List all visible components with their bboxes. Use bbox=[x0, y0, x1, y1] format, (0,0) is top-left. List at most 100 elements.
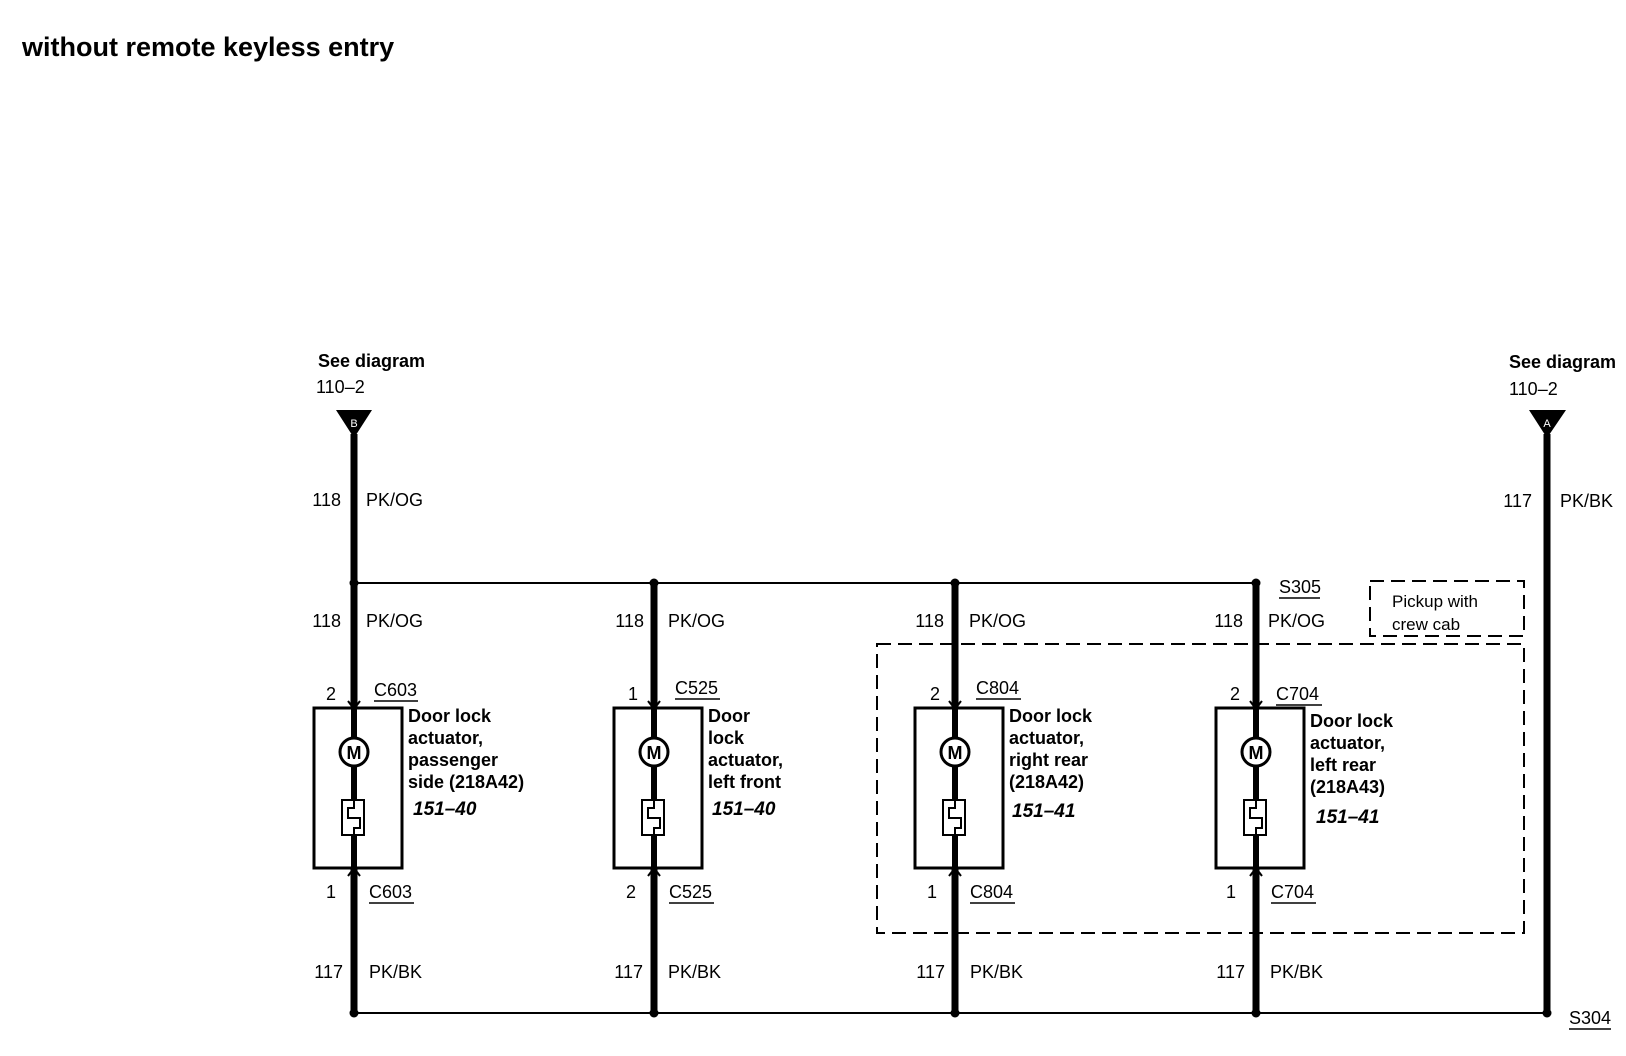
feed-wire-left-number: 118 bbox=[312, 490, 341, 510]
wire-number-bottom: 117 bbox=[314, 962, 343, 982]
switch-contact-icon bbox=[948, 800, 962, 835]
actuator-page-ref: 151–41 bbox=[1316, 807, 1379, 828]
connector-triangle-a-icon bbox=[1529, 410, 1566, 438]
actuator-left-rear: 118 PK/OG 2 C704 M Door lock actuator, l… bbox=[1214, 578, 1394, 1018]
wire-number-bottom: 117 bbox=[614, 962, 643, 982]
actuator-name-line1: Door lock bbox=[1009, 706, 1093, 726]
actuator-name-line1: Door lock bbox=[1310, 711, 1394, 731]
connector-top-label: C804 bbox=[976, 678, 1019, 698]
splice-dot bbox=[649, 578, 659, 588]
actuator-passenger-side: 118 PK/OG 2 C603 M Door lock actuator, p… bbox=[312, 578, 524, 1018]
connector-top-label: C525 bbox=[675, 678, 718, 698]
actuator-box bbox=[1214, 706, 1306, 870]
actuator-box bbox=[612, 706, 704, 870]
reference-left: See diagram 110–2 B bbox=[316, 351, 425, 438]
feed-wire-left-color: PK/OG bbox=[366, 490, 423, 510]
actuator-name-line3: actuator, bbox=[708, 750, 783, 770]
wire-color-bottom: PK/BK bbox=[369, 962, 422, 982]
page-title: without remote keyless entry bbox=[21, 32, 394, 62]
motor-icon bbox=[338, 736, 370, 768]
actuator-name-line2: actuator, bbox=[1009, 728, 1084, 748]
motor-symbol-icon: M bbox=[948, 743, 963, 763]
actuator-name-line4: (218A43) bbox=[1310, 777, 1385, 797]
wire-number-top: 118 bbox=[915, 611, 944, 631]
switch-contact-icon bbox=[647, 800, 661, 835]
pin-number-top: 1 bbox=[628, 684, 638, 704]
pin-number-top: 2 bbox=[930, 684, 940, 704]
connector-bottom-label: C525 bbox=[669, 882, 712, 902]
actuator-name-line4: (218A42) bbox=[1009, 772, 1084, 792]
wire-number-bottom: 117 bbox=[1216, 962, 1245, 982]
pin-number-bottom: 1 bbox=[1226, 882, 1236, 902]
splice-dot bbox=[349, 1008, 359, 1018]
splice-dot bbox=[950, 1008, 960, 1018]
reference-right: See diagram 110–2 A bbox=[1509, 352, 1616, 438]
splice-dot bbox=[1251, 1008, 1261, 1018]
motor-icon bbox=[638, 736, 670, 768]
wire-color-bottom: PK/BK bbox=[970, 962, 1023, 982]
reference-right-label: See diagram bbox=[1509, 352, 1616, 372]
actuator-name-line1: Door lock bbox=[408, 706, 492, 726]
actuator-name-line4: left front bbox=[708, 772, 781, 792]
splice-dot bbox=[349, 578, 359, 588]
connector-bottom-label: C603 bbox=[369, 882, 412, 902]
pin-number-bottom: 2 bbox=[626, 882, 636, 902]
crew-cab-option-region bbox=[876, 643, 1525, 934]
feed-wire-right-number: 117 bbox=[1503, 491, 1532, 511]
actuator-name-line3: right rear bbox=[1009, 750, 1088, 770]
pin-number-bottom: 1 bbox=[326, 882, 336, 902]
wire-number-top: 118 bbox=[312, 611, 341, 631]
wire-color-top: PK/OG bbox=[1268, 611, 1325, 631]
connector-arrow-icon bbox=[647, 866, 661, 877]
actuator-right-rear: 118 PK/OG 2 C804 M Door lock actuator, r… bbox=[913, 578, 1093, 1018]
reference-left-page: 110–2 bbox=[316, 377, 365, 397]
splice-bottom-label: S304 bbox=[1569, 1008, 1611, 1028]
splice-dot bbox=[1542, 1008, 1552, 1018]
reference-right-page: 110–2 bbox=[1509, 379, 1558, 399]
wire-number-top: 118 bbox=[1214, 611, 1243, 631]
feed-wire-right-color: PK/BK bbox=[1560, 491, 1613, 511]
connector-bottom-label: C804 bbox=[970, 882, 1013, 902]
option-label-box bbox=[1369, 580, 1525, 637]
actuator-page-ref: 151–40 bbox=[712, 799, 776, 820]
connector-letter-b: B bbox=[350, 418, 357, 430]
connector-arrow-icon bbox=[1249, 866, 1263, 877]
option-label-line1: Pickup with bbox=[1392, 592, 1478, 611]
wire-color-bottom: PK/BK bbox=[668, 962, 721, 982]
motor-symbol-icon: M bbox=[1249, 743, 1264, 763]
switch-contact-icon bbox=[347, 800, 361, 835]
wire-number-bottom: 117 bbox=[916, 962, 945, 982]
actuator-name-line2: actuator, bbox=[1310, 733, 1385, 753]
splice-dot bbox=[950, 578, 960, 588]
actuator-name-line3: left rear bbox=[1310, 755, 1376, 775]
motor-symbol-icon: M bbox=[647, 743, 662, 763]
splice-top-label: S305 bbox=[1279, 577, 1321, 597]
wire-color-top: PK/OG bbox=[366, 611, 423, 631]
actuator-box bbox=[312, 706, 404, 870]
actuator-page-ref: 151–40 bbox=[413, 799, 477, 820]
connector-top-label: C603 bbox=[374, 680, 417, 700]
connector-arrow-icon bbox=[948, 866, 962, 877]
actuator-box bbox=[913, 706, 1005, 870]
actuator-left-front: 118 PK/OG 1 C525 M Door lock actuator, l… bbox=[612, 578, 783, 1018]
splice-dot bbox=[649, 1008, 659, 1018]
actuator-name-line3: passenger bbox=[408, 750, 498, 770]
connector-bottom-label: C704 bbox=[1271, 882, 1314, 902]
motor-icon bbox=[1240, 736, 1272, 768]
splice-dot bbox=[1251, 578, 1261, 588]
actuator-name-line2: actuator, bbox=[408, 728, 483, 748]
pin-number-top: 2 bbox=[1230, 684, 1240, 704]
connector-top-label: C704 bbox=[1276, 684, 1319, 704]
connector-triangle-b-icon bbox=[336, 410, 372, 438]
switch-contact-icon bbox=[1249, 800, 1263, 835]
wire-color-top: PK/OG bbox=[969, 611, 1026, 631]
connector-letter-a: A bbox=[1543, 418, 1551, 430]
motor-icon bbox=[939, 736, 971, 768]
actuator-name-line1: Door bbox=[708, 706, 750, 726]
reference-left-label: See diagram bbox=[318, 351, 425, 371]
actuator-page-ref: 151–41 bbox=[1012, 801, 1075, 822]
pin-number-bottom: 1 bbox=[927, 882, 937, 902]
actuator-name-line4: side (218A42) bbox=[408, 772, 524, 792]
motor-symbol-icon: M bbox=[347, 743, 362, 763]
wire-number-top: 118 bbox=[615, 611, 644, 631]
